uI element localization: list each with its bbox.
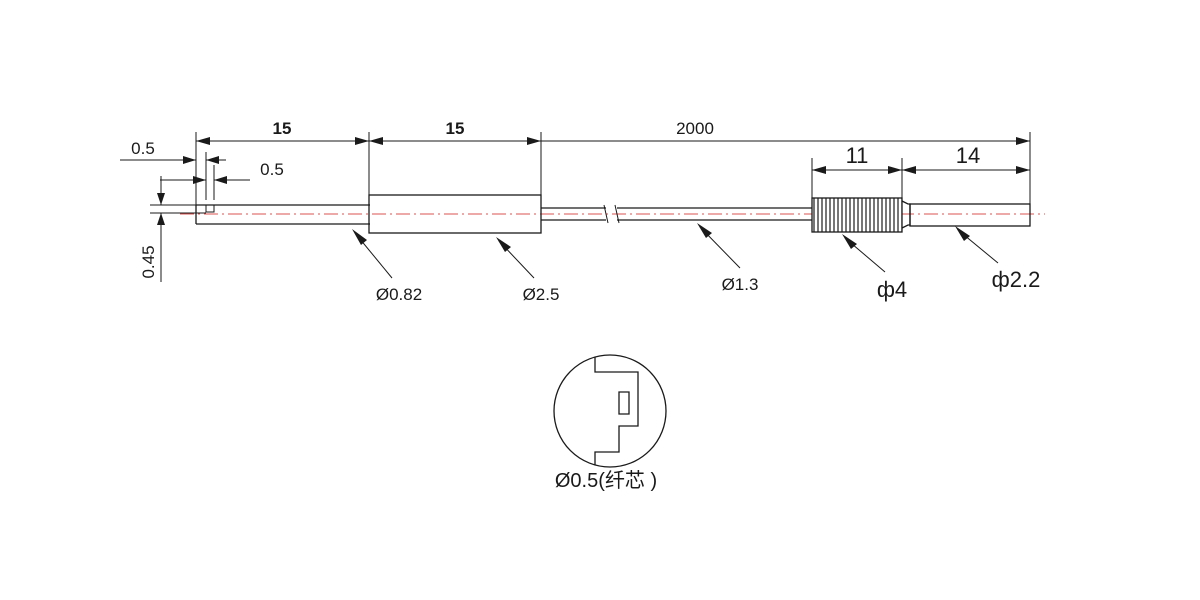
top-dimension-line: [196, 137, 1030, 145]
dim-segment-1: 15: [273, 119, 292, 138]
tip-section: [195, 204, 370, 225]
diameter-sleeve: Ø2.5: [523, 285, 560, 304]
dim-tip-gap-top: 0.5: [131, 139, 155, 158]
diameter-tip: Ø0.82: [376, 285, 422, 304]
dim-tip-gap-right: 0.5: [260, 160, 284, 179]
diameter-leaders: [352, 223, 999, 279]
diameter-cable: Ø1.3: [722, 275, 759, 294]
cable: [541, 207, 812, 221]
right-dimension-line: [812, 166, 1030, 174]
detail-fiber-profile: [594, 355, 639, 467]
tip-gap-right-dimension: [160, 176, 250, 184]
sleeve: [368, 194, 542, 234]
diameter-knurl: ф4: [877, 277, 907, 302]
detail-circle: [553, 354, 667, 468]
tip-notch: [205, 204, 215, 213]
dim-segment-2: 15: [446, 119, 465, 138]
end-tube: [909, 203, 1031, 227]
dim-knurl-length: 11: [846, 143, 869, 168]
probe-body: [195, 194, 1031, 234]
detail-caption: Ø0.5(纤芯 ): [555, 469, 657, 492]
detail-fiber-core: [618, 391, 630, 415]
tip-gap-top-dimension: [120, 156, 226, 164]
diameter-end-tube: ф2.2: [992, 267, 1041, 292]
tip-detail-view: [553, 354, 667, 468]
dim-tip-height: 0.45: [139, 245, 158, 278]
dim-end-tube-length: 14: [956, 143, 980, 168]
tip-height-dimension: [157, 176, 165, 282]
cable-break: [603, 204, 620, 224]
knurled-nut: [811, 197, 903, 233]
dim-total-length: 2000: [676, 119, 714, 138]
